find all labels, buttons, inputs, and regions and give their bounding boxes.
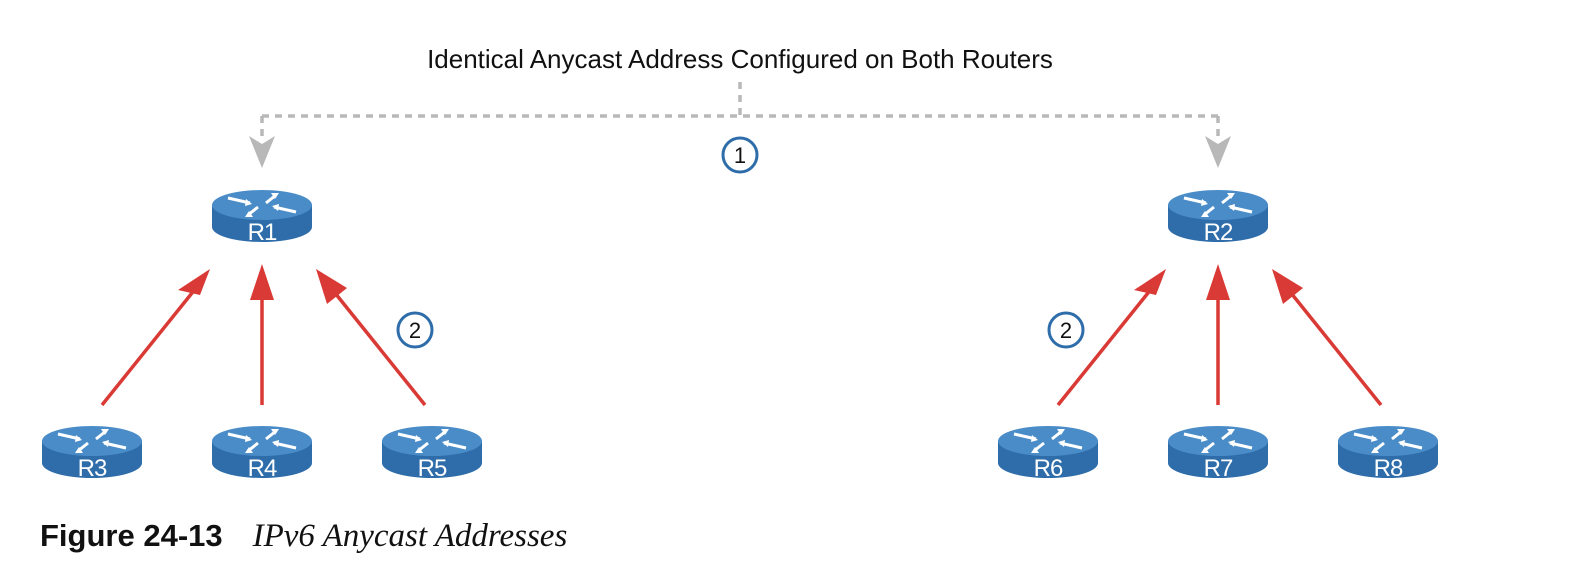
dashed-arrowhead-r2: [1205, 136, 1231, 168]
router-r3-label: R3: [78, 455, 107, 482]
anycast-header-label: Identical Anycast Address Configured on …: [427, 44, 1053, 74]
router-r5: R5: [380, 424, 484, 482]
figure-caption: Figure 24-13 IPv6 Anycast Addresses: [40, 518, 567, 555]
router-r7: R7: [1166, 424, 1270, 482]
router-r2-label: R2: [1204, 219, 1233, 246]
router-r1-label: R1: [248, 219, 277, 246]
step-2-marker-right: 2: [1047, 311, 1085, 349]
figure-title: IPv6 Anycast Addresses: [252, 518, 568, 554]
router-r6: R6: [996, 424, 1100, 482]
red-arrows-right: [1056, 264, 1383, 407]
anycast-dashed-connector: [260, 82, 1220, 138]
router-r6-label: R6: [1034, 455, 1063, 482]
router-r2: R2: [1166, 188, 1270, 246]
dashed-arrowhead-r1: [249, 136, 275, 168]
step-2-number-right: 2: [1060, 318, 1072, 343]
step-1-number: 1: [734, 143, 746, 168]
router-r1: R1: [210, 188, 314, 246]
router-r5-label: R5: [418, 455, 447, 482]
router-r8: R8: [1336, 424, 1440, 482]
router-r7-label: R7: [1204, 455, 1233, 482]
step-1-marker: 1: [721, 136, 759, 174]
step-2-marker-left: 2: [396, 311, 434, 349]
router-r3: R3: [40, 424, 144, 482]
step-2-number-left: 2: [409, 318, 421, 343]
router-r4: R4: [210, 424, 314, 482]
router-r4-label: R4: [248, 455, 277, 482]
router-r8-label: R8: [1374, 455, 1403, 482]
figure-number: Figure 24-13: [40, 518, 223, 553]
red-arrows-left: [100, 264, 427, 407]
